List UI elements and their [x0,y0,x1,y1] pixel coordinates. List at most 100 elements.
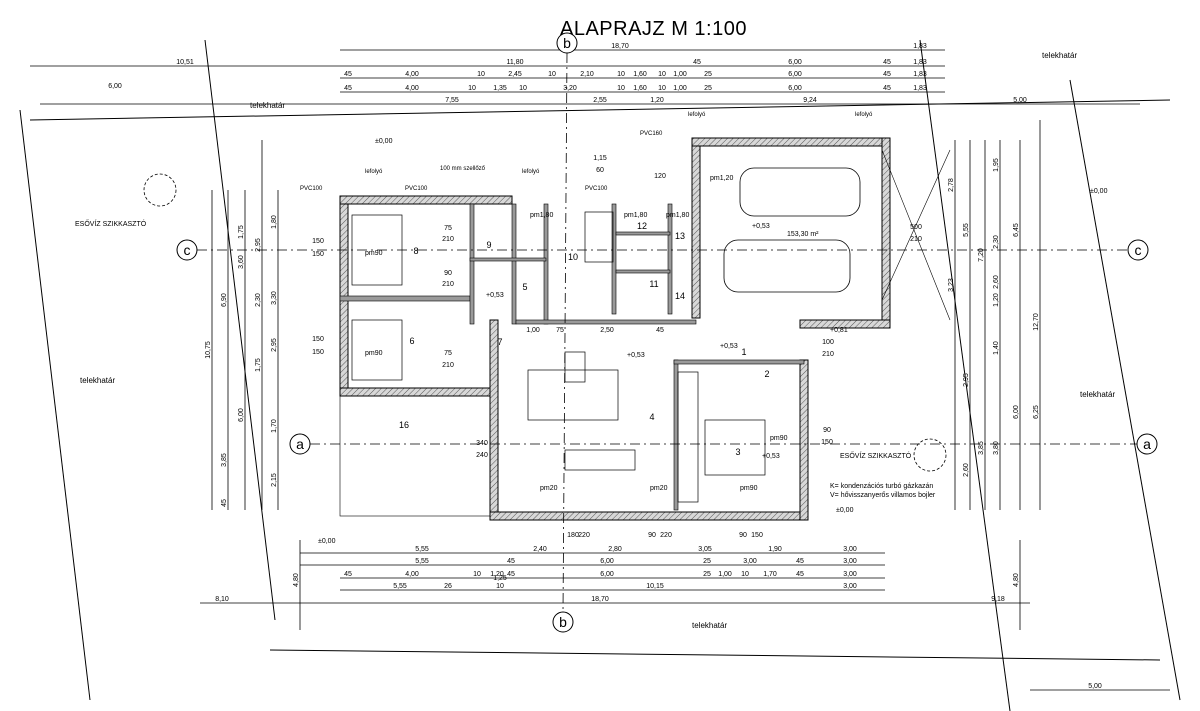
dim-text: 4,00 [405,71,419,78]
dim-text: 10 [468,85,476,92]
right-dimension-lines [954,120,1041,630]
dim-text: 90 [444,270,452,277]
dim-text: 1,83 [913,59,927,66]
dim-text: 6,45 [1013,223,1020,237]
dim-text: 6,90 [221,293,228,307]
room-number: 4 [649,412,654,422]
axis-label-a-right: a [1143,436,1151,452]
dim-text: 9,18 [991,596,1005,603]
dim-text: 340 [476,440,488,447]
dim-text: 5,55 [963,223,970,237]
room-number: 1 [741,347,746,357]
dim-text: 1,20 [993,293,1000,307]
dim-text: 2,78 [948,178,955,192]
room-number: 12 [637,221,647,231]
dim-text: 210 [822,351,834,358]
boundary-label: telekhatár [1080,390,1115,399]
dim-text: 2,95 [963,373,970,387]
opening-label: pm20 [650,485,668,492]
dim-text: 2,60 [993,275,1000,289]
pipe-label: lefolyó [365,169,383,175]
dim-text: 45 [883,59,891,66]
dim-text: 25 [704,71,712,78]
dim-text: 150 [312,251,324,258]
axis-markers [176,32,1158,633]
car-symbols [723,167,861,293]
dim-text: 3,00 [843,546,857,553]
dim-text: 1,40 [993,341,1000,355]
opening-label: pm1,80 [624,212,647,219]
opening-label: pm1,80 [666,212,689,219]
dim-text: 210 [910,236,922,243]
room-number: 6 [409,336,414,346]
dim-text: 1,00 [526,327,540,334]
bottom-dimension-text: 5,55 2,40 2,80 3,05 1,90 3,00 5,55 45 6,… [215,546,1102,690]
level-mark: +0,53 [627,352,645,359]
dim-text: 1,20 [490,571,504,578]
dim-text: 4,00 [405,85,419,92]
dim-text: 5,55 [415,546,429,553]
dim-text: 10,51 [176,59,194,66]
rainwater-label: ESŐVÍZ SZIKKASZTÓ [840,451,912,460]
dim-text: 6,25 [1033,405,1040,419]
dim-text: 120 [654,173,666,180]
dim-text: 2,15 [271,473,278,487]
dim-text: 1,80 [271,215,278,229]
opening-label: pm90 [770,435,788,442]
dim-text: 2,10 [580,71,594,78]
dim-text: 10,15 [646,583,664,590]
dim-text: 1,00 [673,71,687,78]
dim-text: 90 [823,427,831,434]
pipe-label: lefolyó [522,169,540,175]
dim-text: 1,35 [493,85,507,92]
pipe-label: lefolyó [688,112,706,118]
garage-area: 153,30 m² [787,231,819,238]
pipe-labels: lefolyó lefolyó lefolyó lefolyó PVC100 P… [300,112,873,192]
dim-text: 45 [507,558,515,565]
dim-text: 6,00 [600,571,614,578]
dim-text: 45 [796,558,804,565]
dim-text: 2,30 [255,293,262,307]
bed-symbols [351,214,766,476]
dim-text: 2,95 [271,338,278,352]
boundary-label: telekhatár [80,376,115,385]
opening-label: pm90 [740,485,758,492]
dim-text: 1,83 [913,71,927,78]
dim-text: 1,00 [718,571,732,578]
left-dimension-text: 10,75 6,90 3,60 2,95 1,75 2,30 6,00 3,85… [205,215,300,587]
axis-label-c-left: c [184,242,191,258]
legend-v: V= hővisszanyerős villamos bojler [830,492,936,499]
dim-text: 18,70 [611,43,629,50]
pipe-label: PVC100 [300,186,323,192]
dim-text: 10 [741,571,749,578]
boundary-labels: telekhatár telekhatár telekhatár telekha… [80,51,1115,630]
dim-text: 2,80 [608,546,622,553]
garage-slope-lines [881,149,951,321]
level-mark: ±0,00 [318,538,336,545]
dim-text: 1,95 [993,158,1000,172]
pipe-label: PVC100 [405,186,428,192]
level-mark: ±0,00 [1090,188,1108,195]
right-dimension-text: 2,78 5,55 3,23 12,70 6,45 7,20 1,95 2,30… [948,158,1040,587]
dim-text: 3,05 [698,546,712,553]
dim-text: 10 [617,85,625,92]
rainwater-label: ESŐVÍZ SZIKKASZTÓ [75,219,147,228]
dim-text: 3,00 [843,571,857,578]
dim-text: 210 [442,362,454,369]
dim-text: 210 [442,236,454,243]
legend-k: K= kondenzációs turbó gázkazán [830,483,933,490]
dim-text: 3,20 [563,85,577,92]
dim-text: 1,60 [633,71,647,78]
terrace-outline [339,395,491,517]
pipe-label: 100 mm szellőző [440,166,486,172]
room-number: 7 [497,337,502,347]
dim-text: 1,90 [768,546,782,553]
dim-text: 90 [739,532,747,539]
dim-text: 1,25 [493,575,507,582]
dim-text: 5,00 [1088,683,1102,690]
dim-text: 6,00 [600,558,614,565]
room-number: 3 [735,447,740,457]
dim-text: 75 [444,350,452,357]
